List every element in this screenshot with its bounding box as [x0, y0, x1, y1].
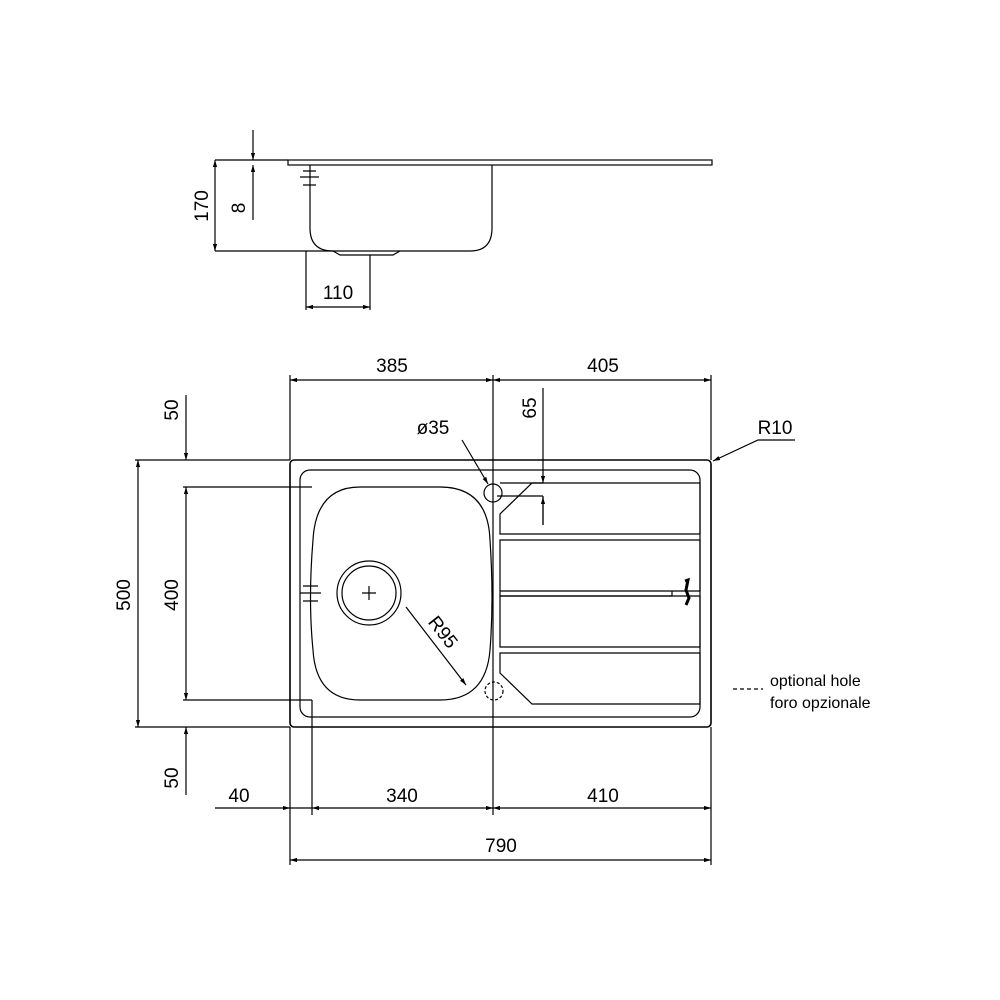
tap-hole-diameter-label: ø35	[417, 418, 450, 439]
plan-view: 385 405 65 ø35 R10 R95 500 400 50 50 40 …	[114, 356, 795, 865]
drainer-rib-1	[499, 482, 701, 535]
dim-50-bottom-label: 50	[162, 767, 183, 788]
tap-hole-leader	[461, 439, 489, 485]
dim-405-label: 405	[587, 356, 619, 377]
corner-radius-label: R10	[758, 418, 793, 439]
top-dim-extensions	[289, 375, 712, 460]
sink-outline	[289, 459, 712, 728]
dim-110-label: 110	[323, 283, 353, 304]
dim-110-extensions	[305, 251, 371, 310]
bowl	[309, 486, 493, 701]
drain-inner	[341, 565, 397, 621]
optional-hole	[484, 681, 504, 701]
side-bowl	[309, 165, 493, 252]
overflow-mark	[300, 170, 319, 186]
bottom-dim-extensions	[289, 700, 712, 865]
legend: optional hole foro opzionale	[733, 673, 871, 712]
side-drain	[332, 250, 401, 256]
dim-8-label: 8	[229, 203, 250, 214]
drainer-rib-2	[499, 539, 701, 597]
side-top-plate	[287, 159, 713, 166]
drainer-rib-4	[499, 652, 701, 705]
legend-line2: foro opzionale	[770, 695, 871, 712]
bowl-radius-label: R95	[423, 612, 461, 652]
legend-line1: optional hole	[770, 673, 861, 690]
drainer-rib-3	[499, 595, 701, 648]
dim-340-label: 340	[386, 786, 418, 807]
dim-170-extensions	[215, 159, 333, 252]
dim-500-label: 500	[114, 579, 135, 611]
bowl-radius-leader	[405, 606, 467, 686]
overflow-mark	[300, 585, 321, 602]
dim-790-label: 790	[485, 836, 517, 857]
drain-center-cross	[362, 586, 376, 600]
dim-65-line	[497, 482, 544, 525]
dim-385-label: 385	[376, 356, 408, 377]
drain-outer	[336, 560, 402, 626]
side-view: 170 8 110	[192, 130, 713, 310]
drainer-mark	[684, 577, 691, 606]
dim-170-label: 170	[192, 190, 213, 222]
corner-radius-leader	[712, 439, 795, 462]
dim-400-label: 400	[162, 579, 183, 611]
dim-410-label: 410	[587, 786, 619, 807]
dim-65-label: 65	[520, 397, 541, 418]
dim-50-top-label: 50	[162, 399, 183, 420]
dim-40-label: 40	[228, 786, 249, 807]
left-dim-extensions	[135, 459, 312, 728]
